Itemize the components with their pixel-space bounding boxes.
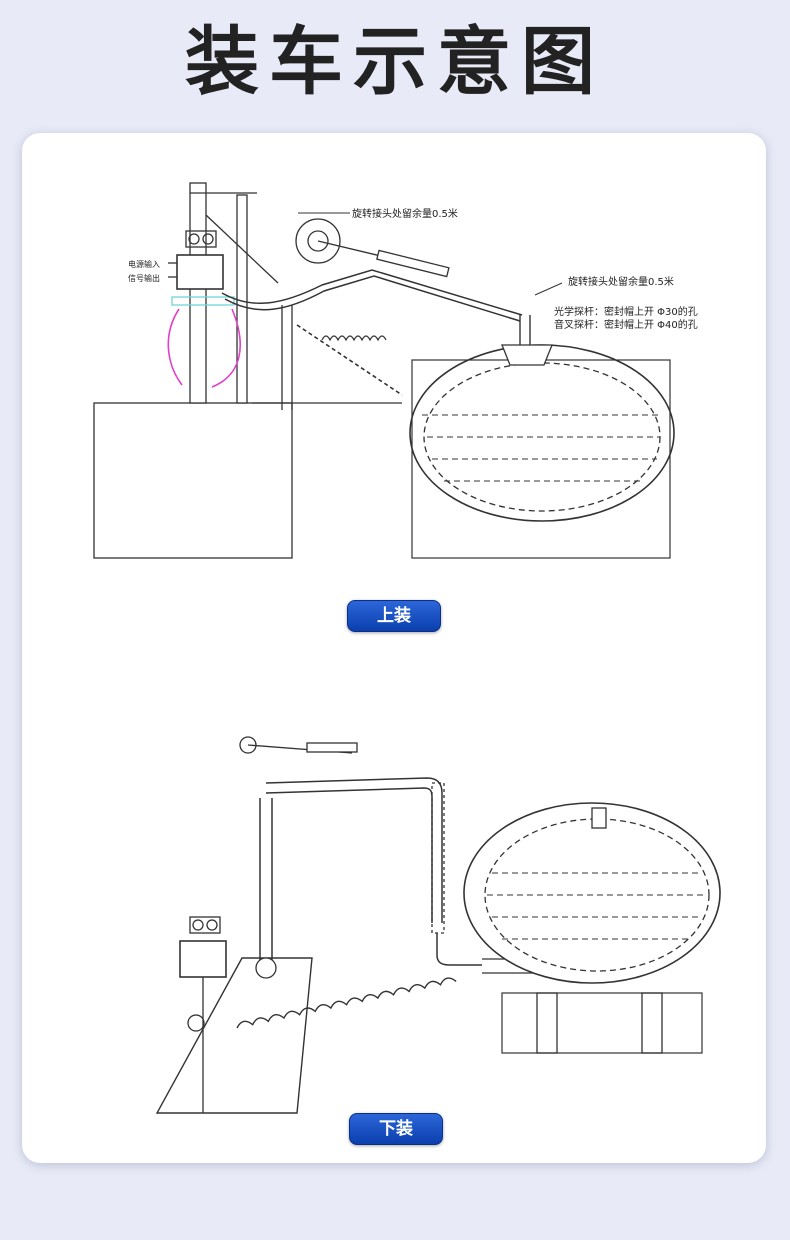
bottom-loading-caption: 下装 (349, 1113, 443, 1145)
loading-arm (221, 269, 523, 316)
label-power-in: 电源输入 (128, 259, 160, 269)
tanker-body (409, 344, 675, 522)
tank-manhole (501, 344, 553, 366)
annotation-swivel-right: 旋转接头处留余量0.5米 (568, 275, 674, 288)
loading-platform (93, 402, 293, 559)
label-signal-out: 信号输出 (128, 273, 160, 283)
tanker-body (463, 802, 721, 984)
junction-box (179, 940, 227, 978)
junction-box (176, 254, 224, 290)
arm-post (259, 798, 273, 963)
top-loading-diagram: 旋转接头处留余量0.5米 旋转接头处留余量0.5米 光学探杆：密封帽上开 Φ30… (82, 175, 722, 575)
annotation-fork-probe: 音叉探杆：密封帽上开 Φ40的孔 (554, 318, 698, 331)
tank-valve (591, 807, 607, 829)
coil-hose (236, 977, 457, 1029)
support-column (189, 182, 207, 404)
coil-hose (321, 335, 387, 342)
bottom-loading-diagram (82, 723, 722, 1128)
loading-arm (265, 777, 443, 923)
top-loading-caption: 上装 (347, 600, 441, 632)
annotation-swivel-top: 旋转接头处留余量0.5米 (352, 207, 458, 220)
base-plate (155, 957, 313, 1114)
annotation-optical-probe: 光学探杆：密封帽上开 Φ30的孔 (554, 305, 698, 318)
page-title: 装车示意图 (185, 19, 605, 105)
content-card: 旋转接头处留余量0.5米 旋转接头处留余量0.5米 光学探杆：密封帽上开 Φ30… (22, 133, 766, 1163)
